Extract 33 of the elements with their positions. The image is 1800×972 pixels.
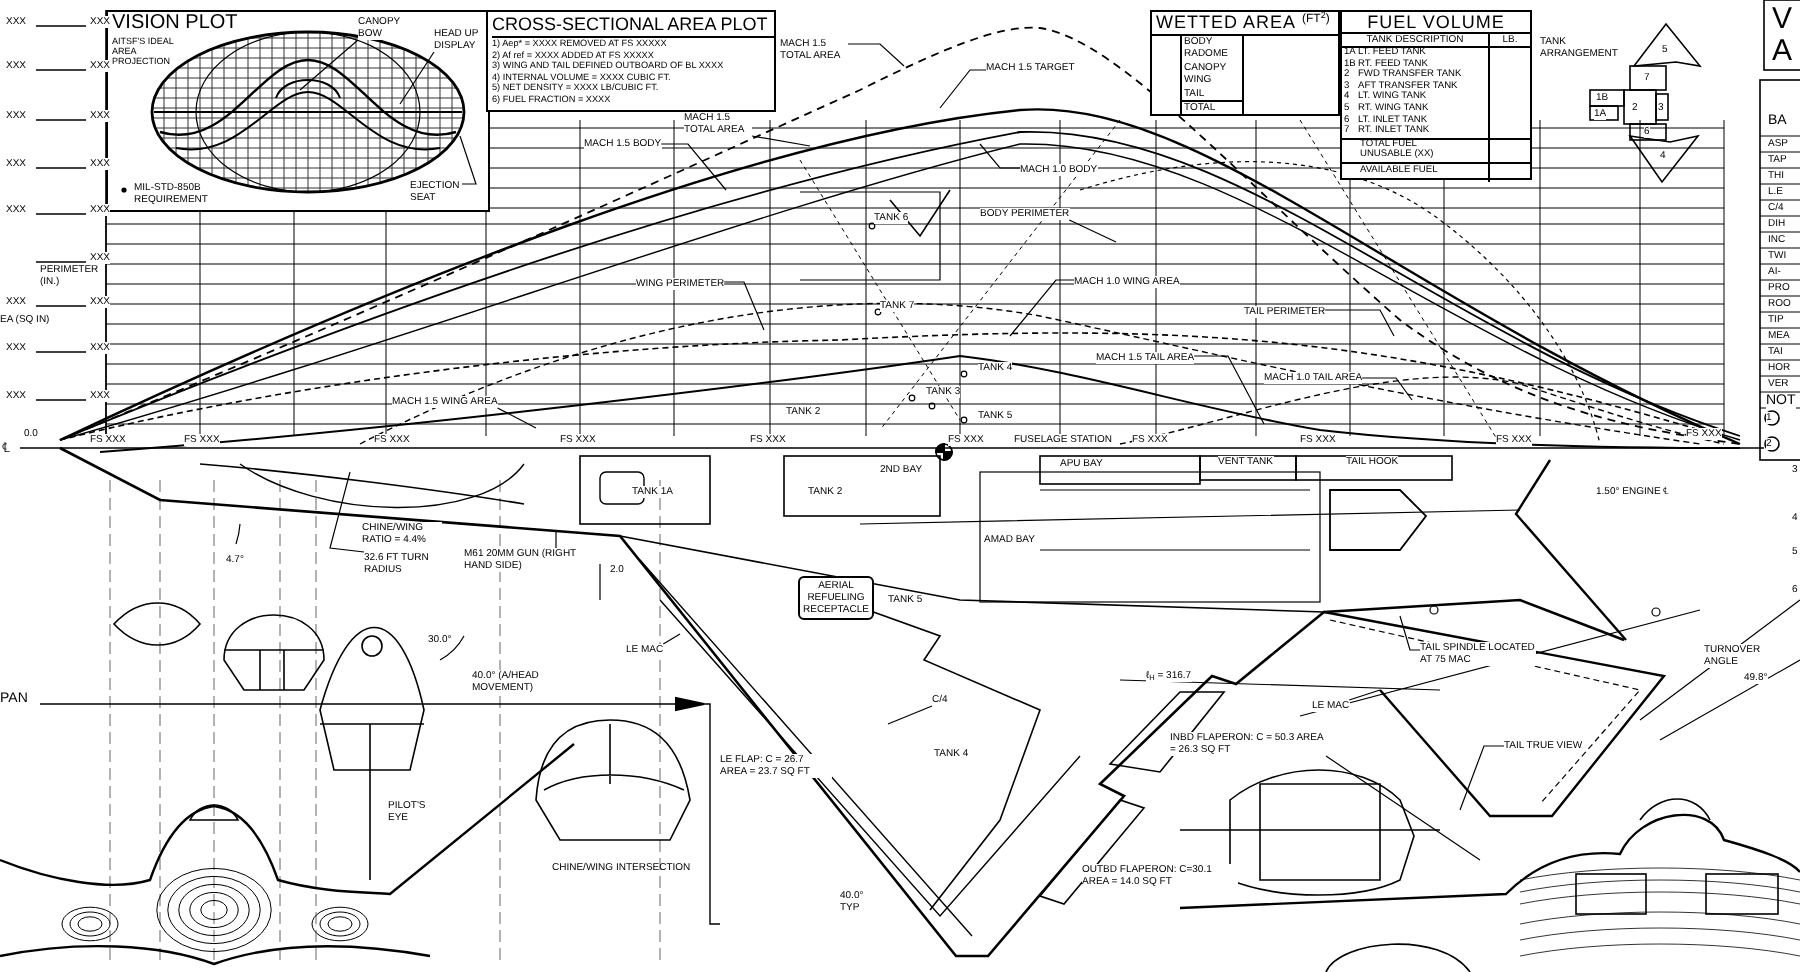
leader-line [1009, 279, 1075, 337]
leader-line [979, 143, 1021, 169]
sheet-title: V [1772, 4, 1793, 34]
table-title: WETTED AREA [1156, 12, 1297, 34]
leader-line [887, 705, 933, 725]
leader-line [1361, 377, 1413, 401]
vision-plot-panel [106, 10, 490, 212]
leader-line [497, 407, 537, 429]
leader-line [299, 39, 359, 91]
table-title: FUEL VOLUME [1367, 12, 1505, 32]
panel-title: CROSS-SECTIONAL AREA PLOT [492, 12, 774, 38]
leader-line [555, 531, 557, 549]
leader-line [1324, 309, 1395, 337]
leader-line [751, 135, 811, 147]
leader-line [1399, 615, 1421, 651]
leader-line [660, 143, 727, 191]
notes-panel [486, 10, 776, 112]
fuel-volume-table [1340, 10, 1532, 180]
leader-line [329, 471, 365, 553]
leader-line [1459, 745, 1505, 811]
leader-line [847, 43, 905, 67]
panel-title: VISION PLOT [112, 14, 238, 34]
leader-line [723, 281, 765, 331]
leader-line [662, 633, 681, 645]
leader-line [459, 135, 477, 185]
leader-line [399, 51, 435, 105]
leader-line [1348, 689, 1381, 701]
leader-line [939, 69, 987, 109]
leader-line [1193, 355, 1265, 425]
leader-line [1068, 219, 1117, 243]
sheet-title: A [1772, 36, 1793, 66]
leader-line [1325, 755, 1481, 861]
wetted-area-table [1150, 10, 1340, 116]
